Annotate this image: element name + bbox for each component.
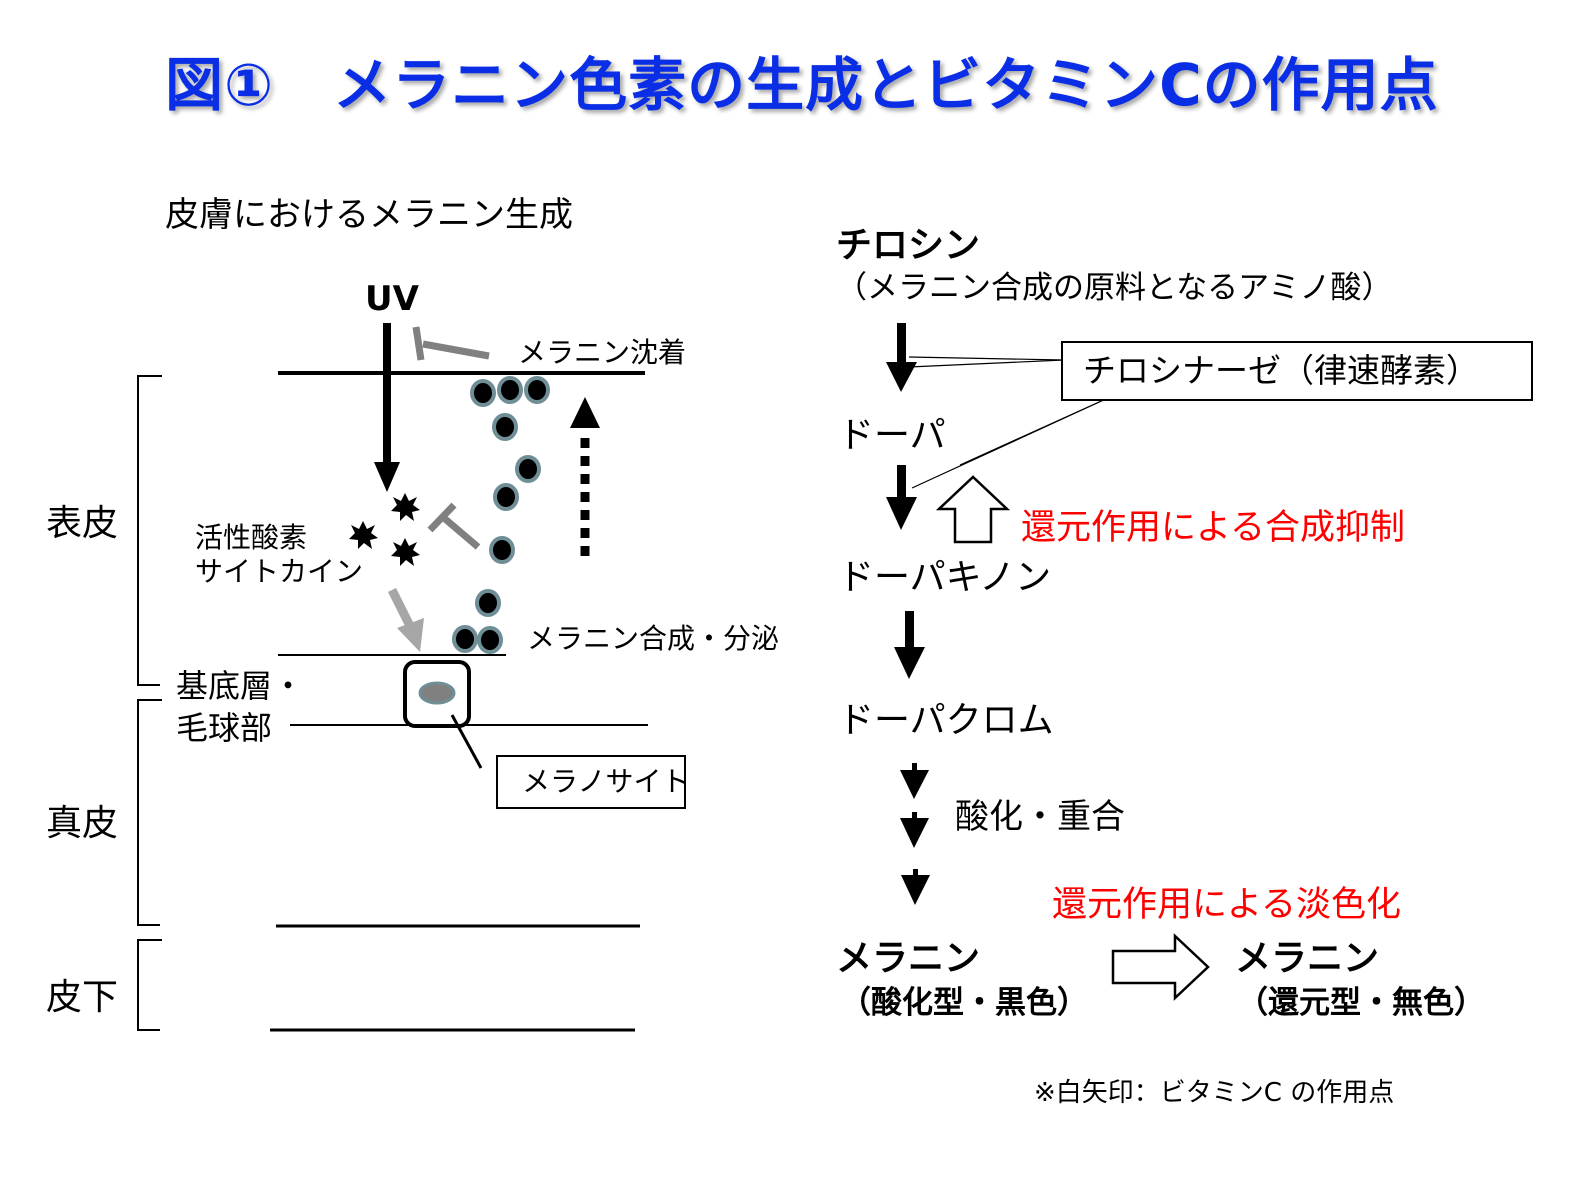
vitamin-c-right-arrow <box>1111 933 1210 1001</box>
ros-burst-icons <box>349 493 420 566</box>
pathway-arrows <box>886 323 930 905</box>
tyrosine-label: チロシン <box>836 225 981 266</box>
uv-arrowhead <box>374 462 400 492</box>
synthesis-label: メラニン合成・分泌 <box>527 622 780 655</box>
ros-label-line2: サイトカイン <box>195 555 364 588</box>
dopa-label: ドーパ <box>838 415 946 456</box>
enzyme-box: チロシナーゼ（律速酵素） <box>1061 341 1533 401</box>
epidermis-bracket <box>137 375 162 686</box>
inhibitor-bar-ros <box>427 502 481 550</box>
reduction-fade-label: 還元作用による淡色化 <box>1052 885 1401 925</box>
dopaquinone-label: ドーパキノン <box>838 557 1052 598</box>
vitamin-c-up-arrow <box>935 475 1011 544</box>
layer-dermis-label: 真皮 <box>46 803 119 844</box>
subcutis-bracket <box>137 939 162 1031</box>
dopachrome-label: ドーパクロム <box>838 700 1054 741</box>
page-title: 図① メラニン色素の生成とビタミンCの作用点 <box>165 51 1439 119</box>
melanin-reduced-label: メラニン <box>1235 938 1380 979</box>
ros-to-melanocyte-arrow <box>387 587 415 629</box>
layer-epidermis-label: 表皮 <box>46 503 119 544</box>
melanin-oxidized-label: メラニン <box>836 938 981 979</box>
ros-label-line1: 活性酸素 <box>195 521 308 554</box>
basal-label-line2: 毛球部 <box>176 709 273 747</box>
melanin-oxidized-note: （酸化型・黒色） <box>840 985 1088 1021</box>
reduction-inhibit-label: 還元作用による合成抑制 <box>1021 508 1405 548</box>
transport-dotted-arrowhead <box>570 397 600 428</box>
uv-label: UV <box>365 279 419 319</box>
ros-to-melanocyte-arrowhead <box>397 618 424 652</box>
melanocyte-nucleus <box>418 681 456 705</box>
tyrosine-note: （メラニン合成の原料となるアミノ酸） <box>836 270 1393 306</box>
melanocyte-pointer <box>450 714 483 769</box>
basal-label-line1: 基底層・ <box>176 667 305 705</box>
inhibitor-bar-deposition <box>412 326 490 361</box>
footnote: ※白矢印：ビタミンC の作用点 <box>1034 1078 1395 1108</box>
melanocyte-label-box: メラノサイト <box>496 755 690 809</box>
melanocyte-label: メラノサイト <box>522 765 690 798</box>
deposition-label: メラニン沈着 <box>518 336 687 369</box>
melanin-reduced-note: （還元型・無色） <box>1237 985 1485 1021</box>
oxidation-label: 酸化・重合 <box>955 797 1125 837</box>
melanin-granules <box>452 376 550 654</box>
left-panel-heading: 皮膚におけるメラニン生成 <box>165 195 573 235</box>
enzyme-label: チロシナーゼ（律速酵素） <box>1083 351 1479 390</box>
layer-subcutis-label: 皮下 <box>46 977 119 1018</box>
enzyme-callout-lines <box>908 356 1109 489</box>
dermis-bracket <box>137 699 162 926</box>
